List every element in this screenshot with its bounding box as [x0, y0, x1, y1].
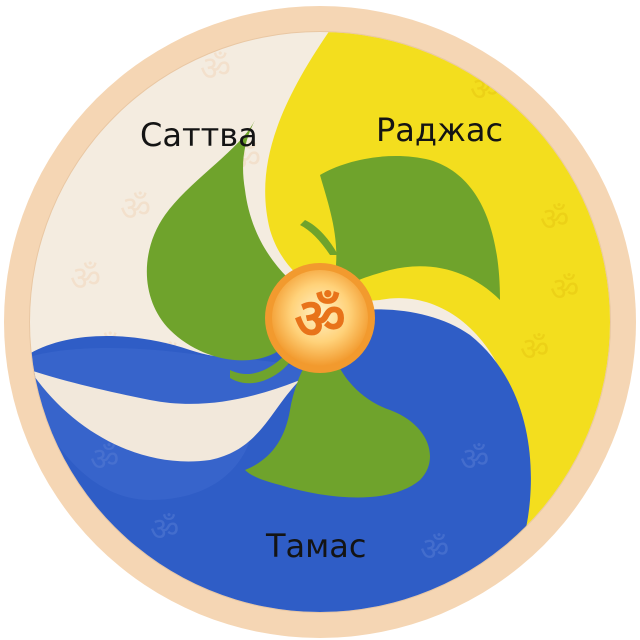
leaf-stem-right	[300, 220, 338, 255]
svg-text:ॐ: ॐ	[550, 270, 579, 308]
svg-text:ॐ: ॐ	[150, 510, 179, 548]
svg-text:ॐ: ॐ	[120, 189, 151, 229]
tamas-watermark-pattern: ॐॐ ॐॐ	[90, 440, 489, 568]
sattva-lower-sweep	[30, 370, 300, 462]
om-icon: ॐ	[294, 287, 345, 352]
leaf-lower	[245, 330, 430, 498]
svg-text:ॐ: ॐ	[460, 440, 489, 478]
rajas-label: Раджас	[376, 111, 504, 149]
svg-text:ॐ: ॐ	[70, 259, 101, 299]
svg-text:ॐ: ॐ	[420, 530, 449, 568]
svg-text:ॐ: ॐ	[520, 330, 549, 368]
sattva-label: Саттва	[140, 116, 258, 154]
svg-text:ॐ: ॐ	[540, 200, 569, 238]
tamas-label: Тамас	[266, 527, 367, 565]
svg-text:ॐ: ॐ	[90, 440, 119, 478]
rajas-watermark-pattern: ॐॐ ॐॐ	[470, 70, 579, 368]
leaf-upper-right	[320, 155, 500, 300]
om-medallion: ॐ	[265, 263, 375, 373]
leaf-stem-left	[230, 355, 290, 384]
